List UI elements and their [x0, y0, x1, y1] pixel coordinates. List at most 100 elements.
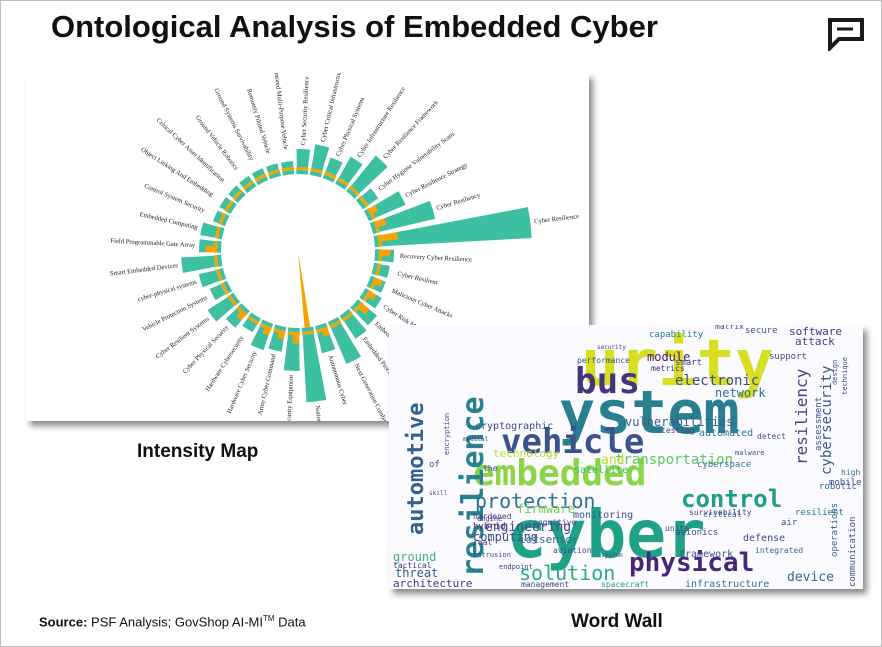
word-management: management	[521, 580, 569, 589]
ring-segment-orange	[224, 200, 234, 212]
category-label-21: Embedded Computing	[139, 211, 199, 231]
word-matrix: matrix	[715, 325, 744, 331]
word-satellite: satellite	[574, 465, 628, 476]
ring-segment-orange	[273, 328, 286, 335]
bar-teal-14	[242, 318, 258, 333]
word-operations: operations	[830, 503, 840, 557]
word-architecture: architecture	[393, 577, 472, 589]
ring-segment-orange	[358, 195, 369, 208]
word-support: support	[769, 352, 807, 362]
word-skill: skill	[429, 490, 447, 497]
word-robotic: robotic	[819, 482, 857, 492]
bar-orange-13	[262, 328, 271, 336]
bar-teal-22	[213, 210, 224, 224]
ring-segment-teal	[274, 324, 287, 332]
bar-teal-19	[181, 255, 216, 273]
word-vulnerabilities: vulnerabilities	[625, 415, 733, 429]
bar-teal-36	[376, 200, 436, 232]
bar-orange-11	[292, 334, 300, 344]
word-cyber: cyber	[507, 496, 706, 573]
word-control: control	[681, 485, 782, 513]
ring-segment-orange	[353, 301, 364, 313]
word-engine: engine	[477, 515, 502, 523]
bar-orange-1	[380, 232, 399, 242]
word-resilience: resilience	[456, 396, 491, 577]
word-integrated: integrated	[755, 546, 803, 555]
word-units: units	[665, 524, 689, 533]
bar-teal-28	[281, 161, 294, 169]
ring-segment-orange	[236, 306, 248, 317]
word-real: real	[473, 538, 492, 547]
category-label-3: Cyber Resilient	[397, 271, 439, 287]
ring-segment-teal	[359, 288, 369, 300]
word-transportation: transportation	[615, 452, 733, 468]
ring-segment-orange	[247, 315, 259, 325]
ring-segment-teal	[335, 180, 347, 190]
bar-orange-9	[322, 329, 330, 337]
ring-segment-teal	[217, 227, 225, 240]
word-threat: threat	[395, 566, 438, 580]
ring-segment-teal	[234, 191, 246, 203]
bar-teal-9	[317, 329, 336, 354]
word-performance: performance	[577, 356, 630, 365]
word-design: design	[831, 360, 839, 385]
word-and: and	[601, 453, 624, 468]
ring-segment-orange	[227, 294, 238, 307]
word-cognitive: cognitive	[533, 518, 577, 527]
category-label-18: cyber-physical systems	[137, 279, 198, 304]
word-security: security	[597, 344, 626, 351]
ring-segment-teal	[350, 299, 362, 311]
ring-segment-orange	[267, 169, 281, 176]
ring-segment-orange	[377, 234, 382, 248]
word-smart: smart	[675, 358, 702, 368]
page-title: Ontological Analysis of Embedded Cyber	[51, 9, 658, 44]
ring-segment-orange	[242, 180, 255, 191]
word-aviation: aviation	[553, 546, 592, 555]
ring-segment-teal	[260, 319, 274, 328]
bar-orange-12	[277, 332, 285, 340]
word-tactical: tactical	[393, 561, 432, 570]
ring-segment-teal	[256, 176, 269, 186]
ring-segment-orange	[373, 220, 380, 234]
word-cybersecurity: cybersecurity	[819, 365, 835, 475]
ring-segment-teal	[309, 170, 322, 178]
word-framework: framework	[679, 549, 733, 560]
word-the: the	[483, 464, 498, 473]
category-label-30: Cyber Critical Infrastructure	[320, 73, 344, 143]
word-ground: ground	[393, 550, 436, 564]
word-avionics: avionics	[675, 528, 718, 538]
bar-teal-7	[343, 314, 367, 339]
word-protection: protection	[475, 489, 595, 513]
word-physical: physical	[629, 548, 754, 578]
word-resiliency: resiliency	[792, 368, 811, 465]
ring-segment-teal	[369, 221, 377, 234]
ring-segment-teal	[315, 322, 328, 330]
bar-teal-17	[209, 284, 226, 301]
word-encryption: encryption	[443, 413, 451, 455]
ring-segment-teal	[282, 170, 295, 176]
word-secure: secure	[745, 326, 778, 336]
ring-segment-teal	[373, 235, 379, 248]
word-iot: iot	[519, 533, 539, 546]
category-label-24: Critical Cyber Asset Identification	[155, 117, 227, 184]
bar-teal-31	[325, 157, 343, 177]
ring-segment-orange	[214, 254, 219, 268]
word-medical: medical	[463, 436, 489, 443]
word-malware: malware	[735, 449, 765, 457]
word-infrastructure: infrastructure	[685, 579, 769, 589]
ring-segment-teal	[223, 280, 233, 293]
word-testing: testing	[661, 426, 695, 435]
bar-teal-29	[296, 149, 311, 168]
ring-segment-teal	[301, 326, 314, 332]
word-spacecraft: spacecraft	[601, 580, 649, 589]
ring-segment-orange	[315, 326, 329, 333]
category-label-19: Smart Embedded Devices	[110, 262, 179, 277]
ring-segment-orange	[367, 207, 376, 220]
ring-segment-teal	[339, 308, 352, 320]
bar-orange-15	[236, 312, 245, 321]
ring-segment-orange	[341, 311, 354, 322]
ring-segment-orange	[232, 189, 243, 201]
category-label-11: Transportation Security Equipment	[283, 374, 295, 421]
bar-orange-2	[381, 249, 391, 257]
